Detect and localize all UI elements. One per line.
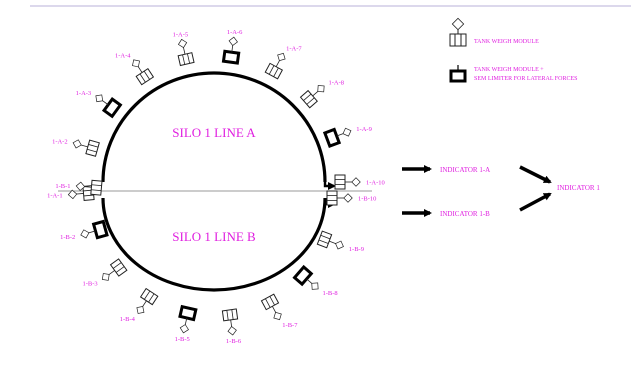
line-b-modules: 1-B-1 1-B-2 1-B-3 1-B-4 1-B-5 1-B-6 1-B-7 1-B-8… — [55, 179, 376, 345]
module-b-4 — [136, 287, 159, 314]
module-b-7 — [260, 293, 282, 321]
module-label-a-1: 1-A-1 — [47, 193, 63, 200]
module-a-4 — [132, 59, 155, 86]
module-label-a-5: 1-A-5 — [173, 31, 189, 38]
module-label-a-8: 1-A-8 — [329, 80, 345, 87]
module-label-b-1: 1-B-1 — [55, 183, 70, 190]
module-label-b-7: 1-B-7 — [282, 322, 298, 329]
legend-weigh-limiter-label-line2: SEM LIMITER FOR LATERAL FORCES — [474, 76, 577, 82]
arrow-indicator-a-to-total — [519, 165, 552, 184]
module-b-10 — [326, 190, 353, 206]
module-label-a-9: 1-A-9 — [356, 126, 372, 133]
module-label-b-8: 1-B-8 — [323, 290, 338, 297]
module-a-9 — [322, 127, 352, 149]
module-a-6 — [221, 36, 241, 65]
module-label-b-6: 1-B-6 — [226, 338, 242, 345]
indicator-total-label: INDICATOR 1 — [557, 184, 600, 192]
line-a-arc — [101, 71, 327, 183]
module-label-a-2: 1-A-2 — [52, 139, 68, 146]
module-label-a-4: 1-A-4 — [115, 53, 131, 60]
legend-weigh-module-label: TANK WEIGH MODULE — [474, 39, 539, 45]
legend-weigh-limiter-icon — [449, 65, 467, 83]
module-a-10 — [334, 174, 361, 190]
module-label-b-2: 1-B-2 — [60, 234, 75, 241]
module-a-8 — [299, 85, 325, 109]
module-label-b-5: 1-B-5 — [175, 336, 190, 343]
legend-weigh-limiter-label-line1: TANK WEIGH MODULE + — [474, 67, 544, 73]
module-label-b-10: 1-B-10 — [358, 196, 376, 203]
legend-weigh-module-icon — [449, 17, 467, 47]
module-label-a-3: 1-A-3 — [76, 90, 92, 97]
module-label-b-9: 1-B-9 — [349, 246, 364, 253]
module-b-3 — [101, 258, 128, 281]
module-label-a-6: 1-A-6 — [227, 29, 243, 36]
indicator-b-label: INDICATOR 1-B — [440, 210, 490, 218]
module-b-1 — [75, 179, 103, 196]
line-a-tail — [323, 180, 336, 190]
indicator-a-label: INDICATOR 1-A — [440, 166, 490, 174]
module-a-2 — [72, 139, 100, 157]
line-b-arc — [101, 197, 327, 292]
module-b-5 — [178, 304, 198, 334]
arrow-indicator-b-to-total — [519, 192, 552, 212]
module-b-9 — [316, 230, 344, 250]
module-label-b-3: 1-B-3 — [83, 280, 98, 287]
module-b-6 — [221, 308, 239, 336]
module-a-7 — [264, 52, 286, 80]
legend: TANK WEIGH MODULE TANK WEIGH MODULE + SE… — [449, 17, 577, 83]
module-a-3 — [95, 94, 123, 119]
module-label-a-10: 1-A-10 — [366, 180, 385, 187]
line-b-title: SILO 1 LINE B — [172, 229, 256, 244]
module-b-2 — [80, 219, 109, 240]
module-label-a-7: 1-A-7 — [286, 46, 302, 53]
module-a-5 — [177, 38, 195, 67]
line-a-modules: 1-A-1 1-A-2 1-A-3 1-A-4 1-A-5 1-A-6 1-A-7 1-A-8… — [47, 29, 385, 201]
module-label-b-4: 1-B-4 — [120, 316, 136, 323]
module-b-8 — [292, 264, 319, 290]
line-a-title: SILO 1 LINE A — [172, 125, 256, 140]
